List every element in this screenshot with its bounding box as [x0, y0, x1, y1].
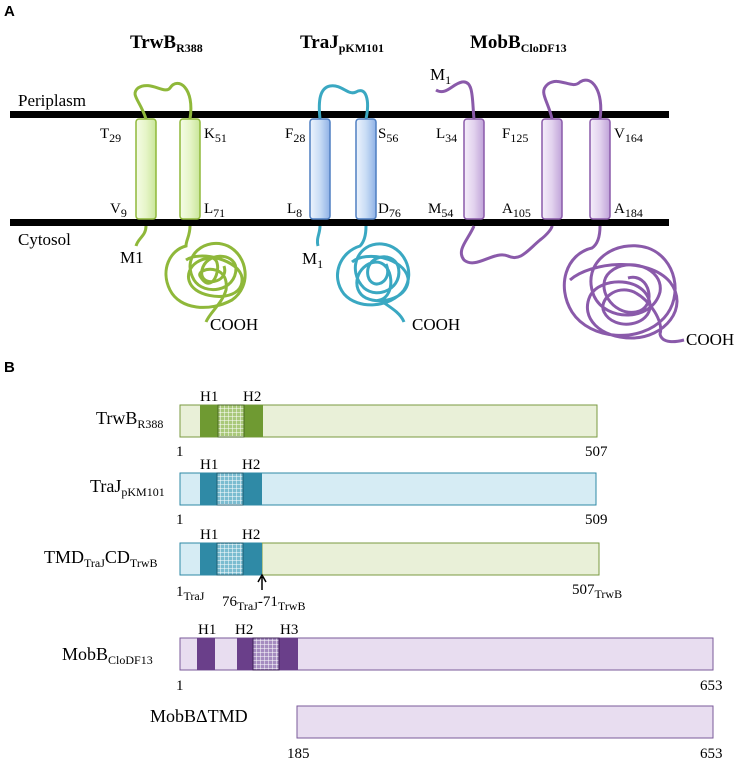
junction-arrow: [257, 573, 267, 590]
traj-domain-bar: TraJpKM101 H1 H2 1 509: [90, 457, 608, 528]
periplasm-label: Periplasm: [18, 91, 86, 110]
trwb-label-v9: V9: [110, 201, 127, 220]
cytosol-label: Cytosol: [18, 230, 71, 249]
mobb-tm-helix-2: [541, 118, 563, 220]
mobb-domain-bar: MobBCloDF13 H1 H2 H3 1 653: [62, 622, 723, 694]
trwb-domain-bar: TrwBR388 H1 H2 1 507: [96, 389, 608, 460]
mobb-dtmd-bar: [296, 705, 714, 739]
mobb-cytoplasmic-loop: [459, 225, 554, 265]
trwb-n-tail: [134, 225, 148, 247]
mobb-label-m54: M54: [428, 201, 453, 220]
traj-name: TraJpKM101: [90, 476, 165, 499]
trwb-topology: [133, 82, 247, 323]
trwb-c-terminus: COOH: [210, 315, 258, 334]
mobb-tm-helix-1: [463, 118, 485, 220]
chimera-h1-label: H1: [200, 527, 218, 543]
trwb-name: TrwBR388: [96, 408, 163, 431]
mobb-title: MobBCloDF13: [470, 32, 567, 55]
mobb-start: 1: [176, 678, 184, 694]
mobb-name: MobBCloDF13: [62, 644, 153, 667]
traj-title: TraJpKM101: [300, 32, 384, 55]
traj-n-tail: [315, 225, 322, 247]
mobb-label-f125: F125: [502, 126, 528, 145]
traj-label-f28: F28: [285, 126, 305, 145]
trwb-n-terminus: M1: [120, 248, 144, 267]
mobb-dtmd-end: 653: [700, 746, 723, 762]
mobb-c-terminus: COOH: [686, 330, 734, 349]
chimera-name: TMDTraJCDTrwB: [44, 547, 158, 570]
traj-start: 1: [176, 512, 184, 528]
trwb-tm-helix-1: [135, 118, 157, 220]
traj-h2-label: H2: [242, 457, 260, 473]
chimera-start: 1TraJ: [176, 584, 205, 603]
chimera-trwb-part: [261, 542, 600, 576]
mobb-n-terminus: M1: [430, 65, 451, 87]
mobb-label-l34: L34: [436, 126, 457, 145]
chimera-end: 507TrwB: [572, 582, 622, 601]
periplasm-membrane-line: [10, 111, 669, 118]
traj-label-s56: S56: [378, 126, 398, 145]
trwb-label-t29: T29: [100, 126, 121, 145]
traj-tm-helix-2: [355, 118, 377, 220]
mobb-h1-region: [197, 638, 215, 670]
trwb-start: 1: [176, 444, 184, 460]
mobb-n-tail: [435, 80, 476, 120]
panel-a-label: A: [4, 3, 15, 20]
mobb-tm-helix-3: [589, 118, 611, 220]
traj-periplasmic-loop: [317, 84, 370, 120]
traj-h1-label: H1: [200, 457, 218, 473]
traj-tm-helix-1: [309, 118, 331, 220]
trwb-tm-helix-2: [179, 118, 201, 220]
mobb-periplasmic-loop: [542, 78, 603, 120]
traj-n-terminus: M1: [302, 249, 323, 271]
traj-label-d76: D76: [378, 201, 401, 220]
mobb-h3-label: H3: [280, 622, 298, 638]
trwb-label-l71: L71: [204, 201, 225, 220]
chimera-h2-label: H2: [242, 527, 260, 543]
traj-label-l8: L8: [287, 201, 302, 220]
chimera-junction: 76TraJ-71TrwB: [222, 594, 305, 613]
mobb-topology: [435, 78, 685, 344]
trwb-cytoplasmic-domain: [164, 225, 247, 323]
trwb-periplasmic-loop: [133, 82, 193, 120]
mobb-end: 653: [700, 678, 723, 694]
mobb-cytoplasmic-domain: [562, 225, 685, 344]
mobb-dtmd-start: 185: [287, 746, 310, 762]
trwb-label-k51: K51: [204, 126, 227, 145]
mobb-dtmd-domain-bar: MobBΔTMD 185 653: [150, 705, 723, 762]
trwb-title: TrwBR388: [130, 32, 203, 55]
traj-c-terminus: COOH: [412, 315, 460, 334]
trwb-h2-label: H2: [243, 389, 261, 405]
traj-cytoplasmic-domain: [335, 225, 411, 323]
trwb-end: 507: [585, 444, 608, 460]
mobb-label-a105: A105: [502, 201, 531, 220]
chimera-domain-bar: TMDTraJCDTrwB H1 H2 1TraJ 76TraJ-71TrwB …: [44, 527, 622, 613]
cytosol-membrane-line: [10, 219, 669, 226]
mobb-label-a184: A184: [614, 201, 643, 220]
mobb-dtmd-name: MobBΔTMD: [150, 706, 248, 726]
mobb-h2-label: H2: [235, 622, 253, 638]
traj-end: 509: [585, 512, 608, 528]
panel-b-label: B: [4, 359, 15, 376]
mobb-h1-label: H1: [198, 622, 216, 638]
mobb-label-v164: V164: [614, 126, 643, 145]
trwb-h1-label: H1: [200, 389, 218, 405]
traj-topology: [309, 84, 411, 323]
